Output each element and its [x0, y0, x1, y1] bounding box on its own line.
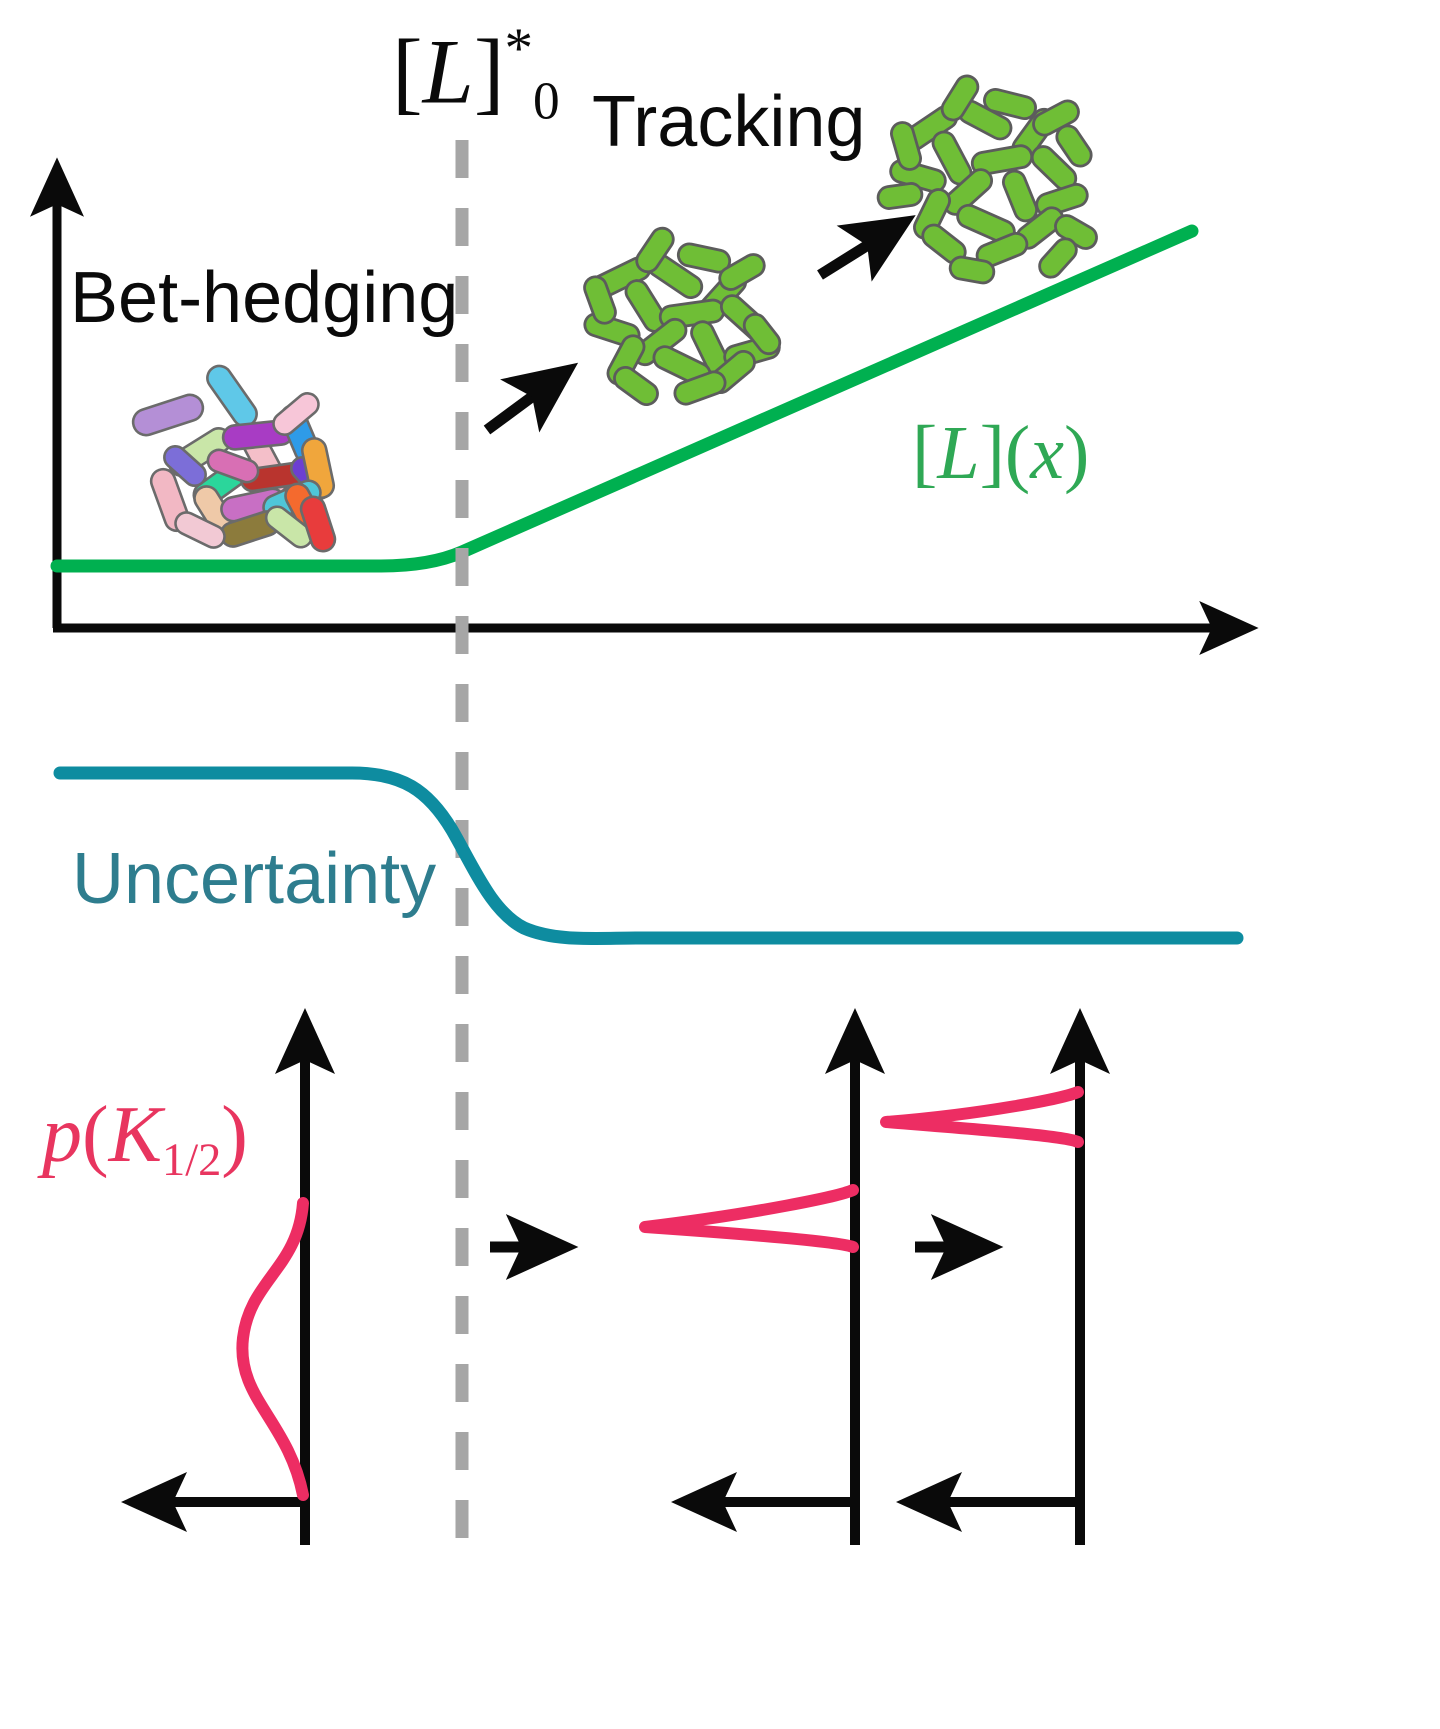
bet-hedging-label: Bet-hedging	[70, 258, 459, 338]
top-panel-axes	[30, 157, 1259, 655]
threshold-label: [L]*0	[392, 17, 560, 131]
uncertainty-curve	[53, 766, 1244, 946]
distribution-panel-3	[880, 1008, 1110, 1545]
arrow-right-icon-top-2	[817, 215, 916, 282]
arrow-right-icon-top-1	[483, 362, 579, 435]
tracking-colony-small	[583, 226, 782, 407]
threshold-subscript: 0	[532, 70, 560, 131]
dist1-pdf-curve	[236, 1197, 309, 1501]
transition-arrows	[483, 215, 1004, 1280]
distribution-subscript: 1/2	[162, 1134, 222, 1186]
dist3-pdf-curve	[880, 1086, 1084, 1148]
uncertainty-label: Uncertainty	[72, 839, 437, 919]
bet-hedging-colony	[131, 364, 337, 553]
distribution-panel-2	[639, 1008, 885, 1545]
ligand-profile-label: [L](x)	[912, 411, 1090, 495]
distribution-label: p(K1/2)	[42, 1091, 248, 1186]
tracking-label: Tracking	[592, 82, 866, 162]
tracking-colony-large	[876, 74, 1098, 285]
threshold-superscript: *	[504, 17, 533, 80]
dist2-pdf-curve	[639, 1184, 859, 1253]
distribution-panel-1	[121, 1008, 335, 1545]
